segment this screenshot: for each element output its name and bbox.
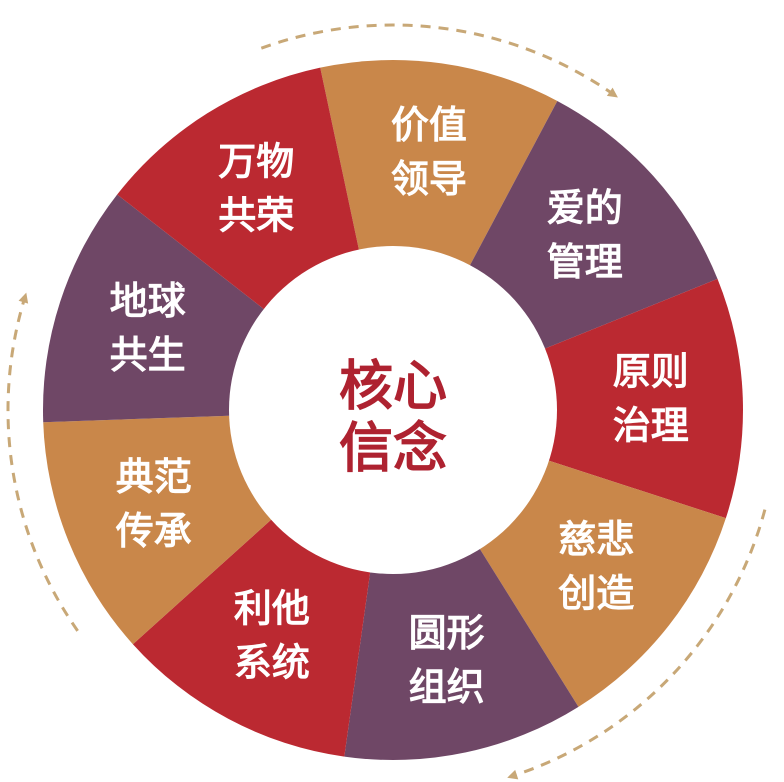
arrow-top	[260, 23, 618, 98]
segment-3	[393, 278, 743, 519]
segment-8-label-line-2: 共生	[110, 333, 186, 377]
center-hub	[229, 246, 557, 574]
segment-6-label-line-2: 系统	[234, 640, 310, 684]
segment-2-label-line-1: 爱的	[547, 186, 623, 230]
segment-8-label-line-1: 地球	[110, 279, 187, 323]
center-title-line2: 信念	[339, 417, 447, 480]
segment-4-label-line-1: 慈悲	[558, 517, 634, 561]
segment-7-label-line-2: 传承	[115, 509, 192, 553]
segment-3-label-line-2: 治理	[613, 404, 689, 448]
segment-4-label-line-2: 创造	[558, 571, 634, 615]
segment-1-label-line-1: 价值	[391, 103, 467, 147]
arrow-bottom-right	[507, 509, 767, 780]
segment-2-label-line-2: 管理	[547, 240, 623, 284]
segment-5-label-line-1: 圆形	[409, 611, 485, 655]
segment-1-label-line-2: 领导	[391, 157, 467, 201]
rotation-arrows	[6, 23, 767, 780]
segment-3-label-line-1: 原则	[613, 350, 689, 394]
segment-9-label-line-1: 万物	[218, 140, 294, 184]
segment-9-label-line-2: 共荣	[218, 194, 294, 238]
segment-6-label-line-1: 利他	[234, 586, 310, 630]
segment-7-label-line-1: 典范	[116, 455, 192, 499]
center-title-line1: 核心	[339, 355, 447, 418]
segment-5-label-line-2: 组织	[409, 665, 485, 709]
